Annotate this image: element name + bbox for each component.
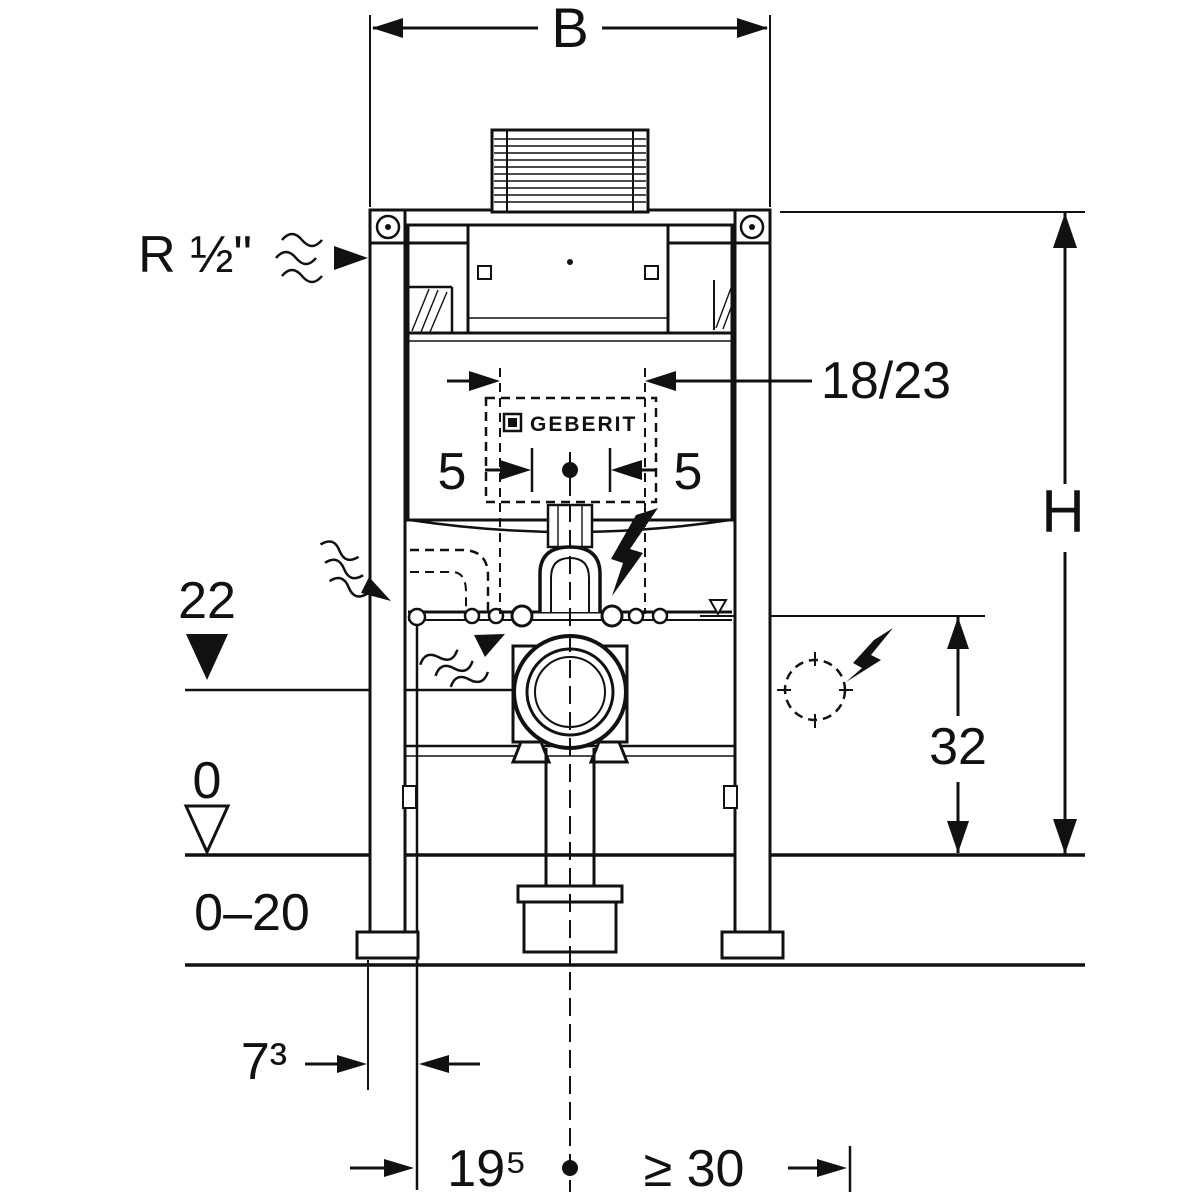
frame-structure: [355, 208, 785, 960]
dimension-supply: R ½": [138, 226, 368, 284]
level-marker-open-icon: [708, 599, 728, 617]
dimension-h: H: [1041, 213, 1085, 854]
electrical-bolt-icon: [611, 508, 893, 682]
center-point: [562, 462, 578, 478]
arrow-left-icon: [611, 460, 642, 480]
flush-bend-assembly: [407, 503, 732, 628]
label-0-20: 0–20: [194, 884, 310, 942]
guide-lines: [499, 368, 646, 1192]
label-22: 22: [178, 572, 236, 630]
flush-plate-area: GEBERIT: [484, 396, 658, 504]
label-18-23: 18/23: [821, 352, 951, 410]
dimension-32: 32: [708, 599, 987, 853]
floor-lines: [185, 853, 1085, 967]
label-0: 0: [193, 752, 222, 810]
arrow-up-icon: [947, 617, 969, 649]
arrow-left-icon: [645, 371, 676, 391]
arrow-left-icon: [372, 18, 403, 38]
level-marker-filled-icon: [186, 634, 228, 680]
geberit-logo-mark: [502, 412, 523, 433]
dimension-bottom: 19⁵ ≥ 30: [350, 1140, 847, 1198]
arrow-right-icon: [384, 1159, 414, 1177]
dimension-18-23: 18/23: [447, 352, 951, 410]
level-marker-open-icon: [183, 804, 231, 856]
inspection-shaft: [466, 223, 670, 335]
label-32: 32: [929, 718, 987, 776]
label-19-5: 19⁵: [447, 1140, 526, 1198]
fixing-holes: [407, 604, 669, 628]
corner-screw-icon: [375, 214, 765, 240]
label-h: H: [1041, 478, 1084, 545]
level-0: 0 0–20: [183, 752, 310, 942]
label-5-right: 5: [674, 443, 703, 501]
arrow-right-icon: [737, 18, 768, 38]
brand-label: GEBERIT: [530, 413, 637, 436]
arrow-right-icon: [337, 1055, 367, 1073]
side-connection-option: [777, 652, 853, 728]
arrow-right-icon: [469, 371, 500, 391]
arrow-left-icon: [419, 1055, 449, 1073]
center-point: [562, 1160, 578, 1176]
label-min-30: ≥ 30: [644, 1140, 745, 1198]
arrow-up-icon: [1053, 213, 1077, 248]
protection-box: [490, 128, 650, 214]
label-5-left: 5: [438, 443, 467, 501]
arrow-down-icon: [947, 821, 969, 853]
dimension-5-5: 5 5: [438, 443, 703, 501]
label-7-3: 7³: [241, 1033, 287, 1091]
dimension-7-3: 7³: [241, 1033, 480, 1091]
water-wave-icon: [275, 232, 323, 284]
arrow-right-icon: [817, 1159, 847, 1177]
arrow-down-icon: [1053, 819, 1077, 854]
label-b: B: [551, 0, 588, 59]
arrow-right-icon: [500, 460, 531, 480]
water-wave-icons: [319, 540, 505, 688]
level-22: 22: [178, 572, 236, 680]
arrow-right-icon: [334, 246, 368, 270]
dimension-b: B: [372, 0, 768, 59]
label-supply-thread: R ½": [138, 226, 252, 284]
